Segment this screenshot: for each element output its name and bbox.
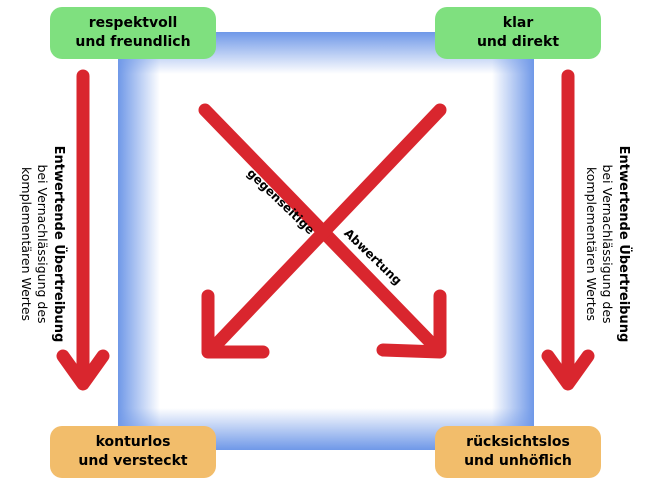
box-line-1: konturlos (95, 434, 171, 450)
box-line-1: rücksichtslos (466, 434, 570, 450)
box-line-1: respektvoll (88, 15, 178, 31)
value-box-top-left: respektvoll und freundlich (50, 7, 216, 59)
diagonal-arrow-to-bottom-left (201, 103, 447, 359)
side-text-heading: Entwertende Übertreibung (616, 145, 631, 343)
side-text-line-1: bei Vernachlässigung des (600, 164, 615, 324)
box-line-2: und unhöflich (464, 453, 572, 469)
value-box-top-right: klar und direkt (435, 7, 601, 59)
side-text-line-2: komplementären Wertes (19, 166, 34, 322)
value-box-bottom-left: konturlos und versteckt (50, 426, 216, 478)
side-text-heading: Entwertende Übertreibung (51, 145, 66, 343)
side-text-line-2: komplementären Wertes (584, 166, 599, 322)
side-text-left: Entwertende Übertreibung bei Vernachläss… (18, 94, 66, 394)
right-down-arrow (541, 69, 595, 391)
value-box-bottom-right: rücksichtslos und unhöflich (435, 426, 601, 478)
box-line-2: und freundlich (75, 34, 191, 50)
box-line-2: und direkt (476, 34, 560, 50)
box-line-1: klar (502, 15, 534, 31)
side-text-right: Entwertende Übertreibung bei Vernachläss… (583, 94, 631, 394)
side-text-line-1: bei Vernachlässigung des (35, 164, 50, 324)
left-down-arrow (56, 69, 110, 391)
box-line-2: und versteckt (78, 453, 188, 469)
